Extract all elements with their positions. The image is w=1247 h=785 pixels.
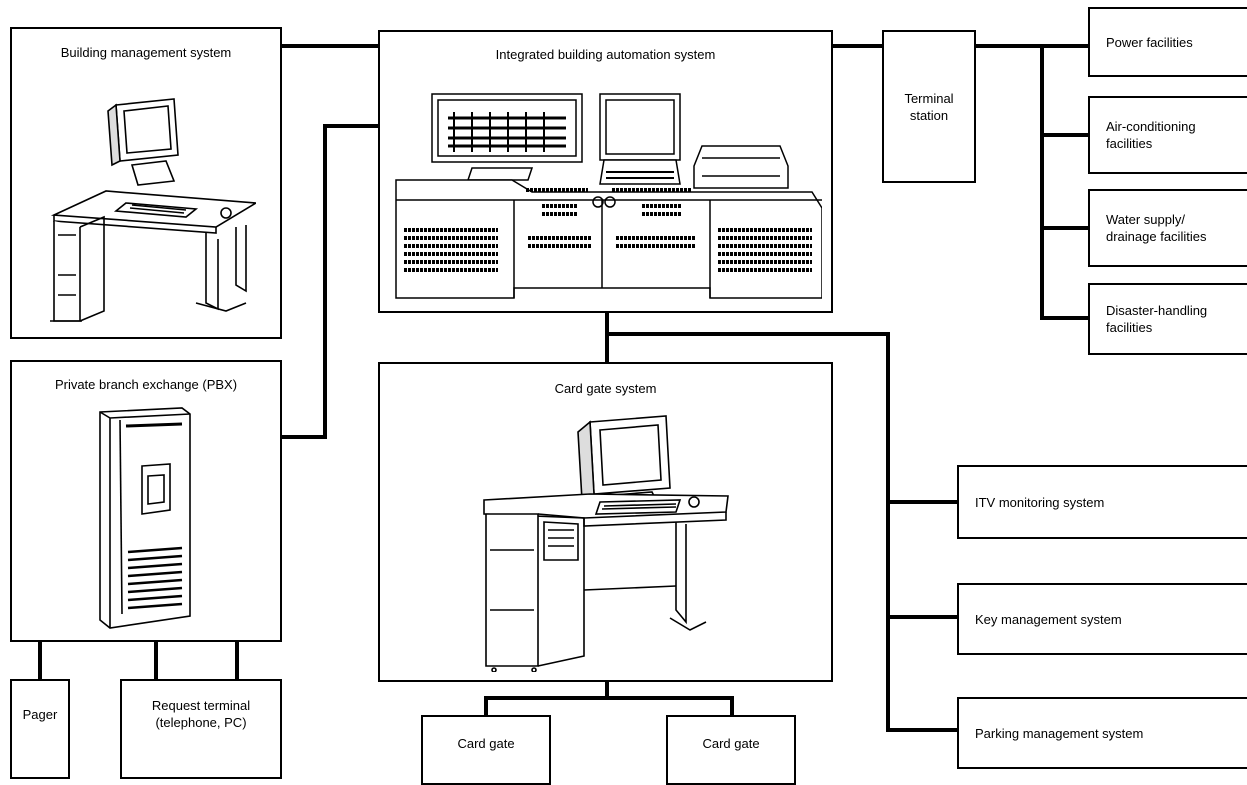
link-bus-disaster xyxy=(1040,316,1088,320)
facility-water-label: Water supply/ drainage facilities xyxy=(1106,212,1207,244)
facility-power: Power facilities xyxy=(1088,7,1247,77)
facilities-bus xyxy=(1040,44,1044,320)
link-gate-right xyxy=(730,696,734,716)
link-bus-water xyxy=(1040,226,1088,230)
card-gate-right-label: Card gate xyxy=(702,735,760,751)
facility-power-label: Power facilities xyxy=(1106,34,1193,50)
parking-management-label: Parking management system xyxy=(975,725,1144,741)
bms-box: Building management system xyxy=(10,27,282,339)
key-management-box: Key management system xyxy=(957,583,1247,655)
link-pbx-ibas-h1 xyxy=(280,435,327,439)
link-cgs-gates-h xyxy=(484,696,734,700)
request-terminal-box: Request terminal (telephone, PC) xyxy=(120,679,282,779)
link-bus-parking xyxy=(886,728,958,732)
pager-box: Pager xyxy=(10,679,70,779)
link-pbx-ibas-v xyxy=(323,124,327,439)
key-management-label: Key management system xyxy=(975,611,1122,627)
link-bms-ibas xyxy=(280,44,380,48)
itv-monitoring-box: ITV monitoring system xyxy=(957,465,1247,539)
terminal-station-label: Terminal station xyxy=(904,90,954,123)
card-gate-workstation-illustration xyxy=(483,415,729,672)
subsystems-bus xyxy=(886,332,890,732)
terminal-station-box: Terminal station xyxy=(882,30,976,183)
bms-title: Building management system xyxy=(60,45,232,60)
card-gate-left-label: Card gate xyxy=(457,735,515,751)
card-gate-right: Card gate xyxy=(666,715,796,785)
link-bus-itv xyxy=(886,500,958,504)
link-pbx-request-1 xyxy=(154,640,158,680)
request-terminal-label: Request terminal (telephone, PC) xyxy=(151,698,251,730)
link-pbx-ibas-h2 xyxy=(323,124,380,128)
facility-water: Water supply/ drainage facilities xyxy=(1088,189,1247,267)
control-console-illustration xyxy=(395,93,822,299)
pager-label: Pager xyxy=(22,706,58,722)
link-terminal-bus xyxy=(974,44,1088,48)
ibas-title: Integrated building automation system xyxy=(495,47,716,62)
link-ibas-terminal xyxy=(831,44,884,48)
parking-management-box: Parking management system xyxy=(957,697,1247,769)
link-pbx-pager xyxy=(38,640,42,680)
itv-monitoring-label: ITV monitoring system xyxy=(975,494,1105,510)
pbx-title: Private branch exchange (PBX) xyxy=(54,377,238,392)
card-gate-system-box: Card gate system xyxy=(378,362,833,682)
facility-air-conditioning: Air-conditioning facilities xyxy=(1088,96,1247,174)
facility-disaster: Disaster-handling facilities xyxy=(1088,283,1247,355)
ibas-box: Integrated building automation system xyxy=(378,30,833,313)
link-cgs-down xyxy=(605,680,609,700)
card-gate-left: Card gate xyxy=(421,715,551,785)
link-bus-power xyxy=(1040,133,1088,137)
facility-air-conditioning-label: Air-conditioning facilities xyxy=(1106,119,1196,151)
pbx-box: Private branch exchange (PBX) xyxy=(10,360,282,642)
pbx-cabinet-illustration xyxy=(99,407,191,629)
link-gate-left xyxy=(484,696,488,716)
link-ibas-right xyxy=(605,332,890,336)
workstation-illustration xyxy=(50,98,256,322)
link-bus-key xyxy=(886,615,958,619)
link-pbx-request-2 xyxy=(235,640,239,680)
card-gate-system-title: Card gate system xyxy=(554,381,657,396)
facility-disaster-label: Disaster-handling facilities xyxy=(1106,303,1208,335)
link-ibas-down xyxy=(605,312,609,364)
